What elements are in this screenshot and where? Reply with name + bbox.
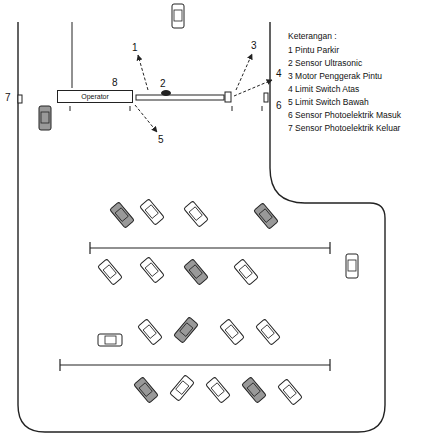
car: [110, 202, 135, 228]
car: [138, 319, 163, 345]
car: [134, 377, 159, 403]
callout-number: 5: [158, 134, 164, 146]
legend-entry: 3 Motor Penggerak Pintu: [288, 71, 382, 82]
callout-number: 6: [276, 100, 282, 112]
legend-text: 6 Sensor Photoelektrik Masuk: [288, 110, 401, 120]
callout-arrows: [135, 54, 272, 132]
car: [98, 334, 122, 346]
car: [254, 203, 279, 229]
callout-number: 1: [132, 42, 138, 54]
car: [220, 319, 245, 345]
car: [206, 377, 231, 403]
legend-entry: 6 Sensor Photoelektrik Masuk: [288, 110, 401, 121]
callout-number: 4: [276, 68, 282, 80]
booth-label: Operator: [81, 92, 109, 101]
callout-number: 8: [112, 77, 118, 89]
legend-entry: 7 Sensor Photoelektrik Keluar: [288, 123, 400, 134]
car: [256, 319, 281, 345]
car: [346, 254, 358, 278]
lane-divider: [72, 22, 73, 88]
gate-motor: [225, 92, 231, 102]
photo-sensor-out: [18, 95, 22, 103]
legend-text: 3 Motor Penggerak Pintu: [288, 71, 382, 81]
car: [140, 199, 165, 225]
legend-entry: 2 Sensor Ultrasonic: [288, 58, 362, 69]
car: [234, 259, 259, 285]
car: [184, 259, 209, 285]
car: [278, 379, 303, 405]
legend-entry: 1 Pintu Parkir: [288, 45, 339, 56]
ground-ticks: [70, 106, 262, 111]
legend-text: 7 Sensor Photoelektrik Keluar: [288, 123, 400, 133]
car: [140, 257, 165, 283]
callout-number: 2: [160, 78, 166, 90]
parking-lines: [60, 242, 330, 371]
ultrasonic-sensor: [161, 90, 171, 96]
legend-text: 5 Limit Switch Bawah: [288, 97, 369, 107]
legend-entry: 5 Limit Switch Bawah: [288, 97, 369, 108]
legend-text: 4 Limit Switch Atas: [288, 84, 359, 94]
callout-number: 7: [5, 92, 11, 104]
photo-sensor-in: [264, 93, 268, 102]
gate-arm: [136, 95, 224, 100]
legend-heading: Keterangan :: [288, 30, 337, 42]
car: [184, 201, 209, 227]
callout-number: 3: [251, 40, 257, 52]
legend-text: 2 Sensor Ultrasonic: [288, 58, 362, 68]
operator-booth: Operator: [57, 90, 133, 103]
car: [242, 377, 267, 403]
car: [172, 4, 184, 28]
lot-boundary: [18, 22, 385, 432]
car: [170, 375, 195, 401]
car: [174, 317, 199, 343]
car: [39, 106, 51, 130]
legend-text: 1 Pintu Parkir: [288, 45, 339, 55]
car: [98, 259, 123, 285]
legend-entry: 4 Limit Switch Atas: [288, 84, 359, 95]
